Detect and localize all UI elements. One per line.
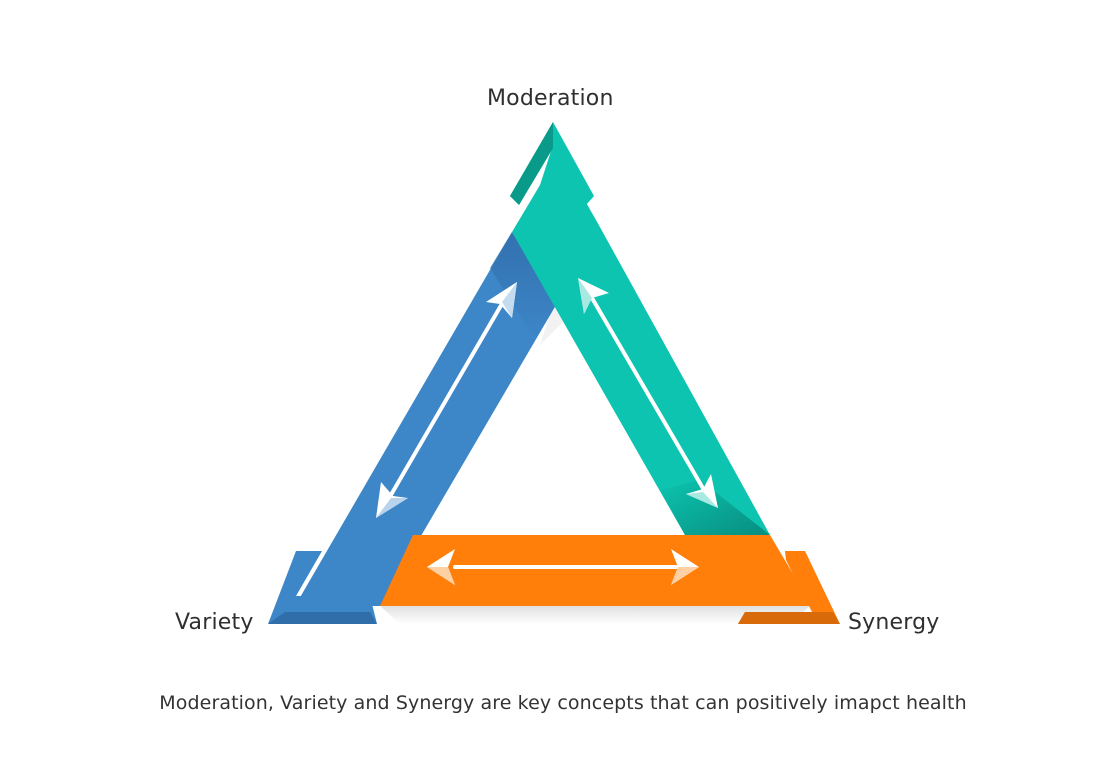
caption: Moderation, Variety and Synergy are key … [159,692,967,714]
label-variety: Variety [175,610,254,635]
arrow-variety-moderation [376,282,517,518]
label-moderation: Moderation [487,86,614,111]
variety-corner-bracket [268,551,377,624]
bottom-bar-synergy [380,535,840,624]
synergy-corner-bracket [738,551,840,624]
inner-shadow [540,305,565,345]
bottom-shadow [380,606,810,624]
arrow-moderation-synergy [578,278,718,508]
arrow-variety-synergy [427,549,699,585]
label-synergy: Synergy [848,610,940,635]
